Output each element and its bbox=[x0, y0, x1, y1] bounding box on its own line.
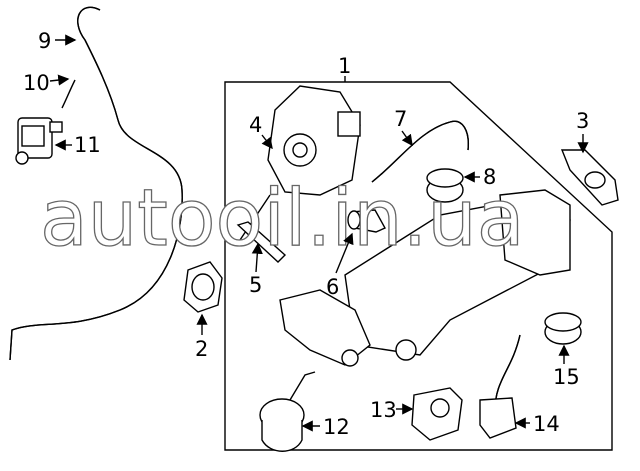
gasket-2 bbox=[183, 261, 223, 313]
watermark: autooil.in.ua bbox=[40, 174, 525, 264]
callout-7: 7 bbox=[394, 107, 407, 131]
ring-8 bbox=[426, 168, 464, 203]
callout-15: 15 bbox=[553, 365, 580, 389]
gasket-3 bbox=[560, 149, 619, 206]
ring-15 bbox=[544, 312, 582, 345]
assembly-box bbox=[224, 81, 613, 451]
actuator-12 bbox=[259, 371, 316, 452]
callout-1: 1 bbox=[338, 54, 351, 78]
callout-5: 5 bbox=[249, 273, 262, 297]
fitting-13 bbox=[411, 387, 463, 441]
egr-valve bbox=[239, 85, 361, 241]
callout-6: 6 bbox=[326, 275, 339, 299]
callout-9: 9 bbox=[38, 29, 51, 53]
callout-8: 8 bbox=[483, 165, 496, 189]
callout-14: 14 bbox=[533, 412, 560, 436]
egr-cooler bbox=[279, 189, 571, 367]
callout-3: 3 bbox=[576, 109, 589, 133]
callout-11: 11 bbox=[74, 133, 101, 157]
callout-12: 12 bbox=[323, 415, 350, 439]
callout-2: 2 bbox=[195, 337, 208, 361]
gasket-5 bbox=[236, 221, 287, 263]
callout-13: 13 bbox=[370, 398, 397, 422]
pipe-6 bbox=[347, 209, 386, 233]
hose-10 bbox=[61, 79, 76, 109]
callout-4: 4 bbox=[249, 113, 262, 137]
pipe-14 bbox=[479, 334, 521, 439]
solenoid-valve bbox=[15, 117, 63, 165]
callout-10: 10 bbox=[23, 71, 50, 95]
